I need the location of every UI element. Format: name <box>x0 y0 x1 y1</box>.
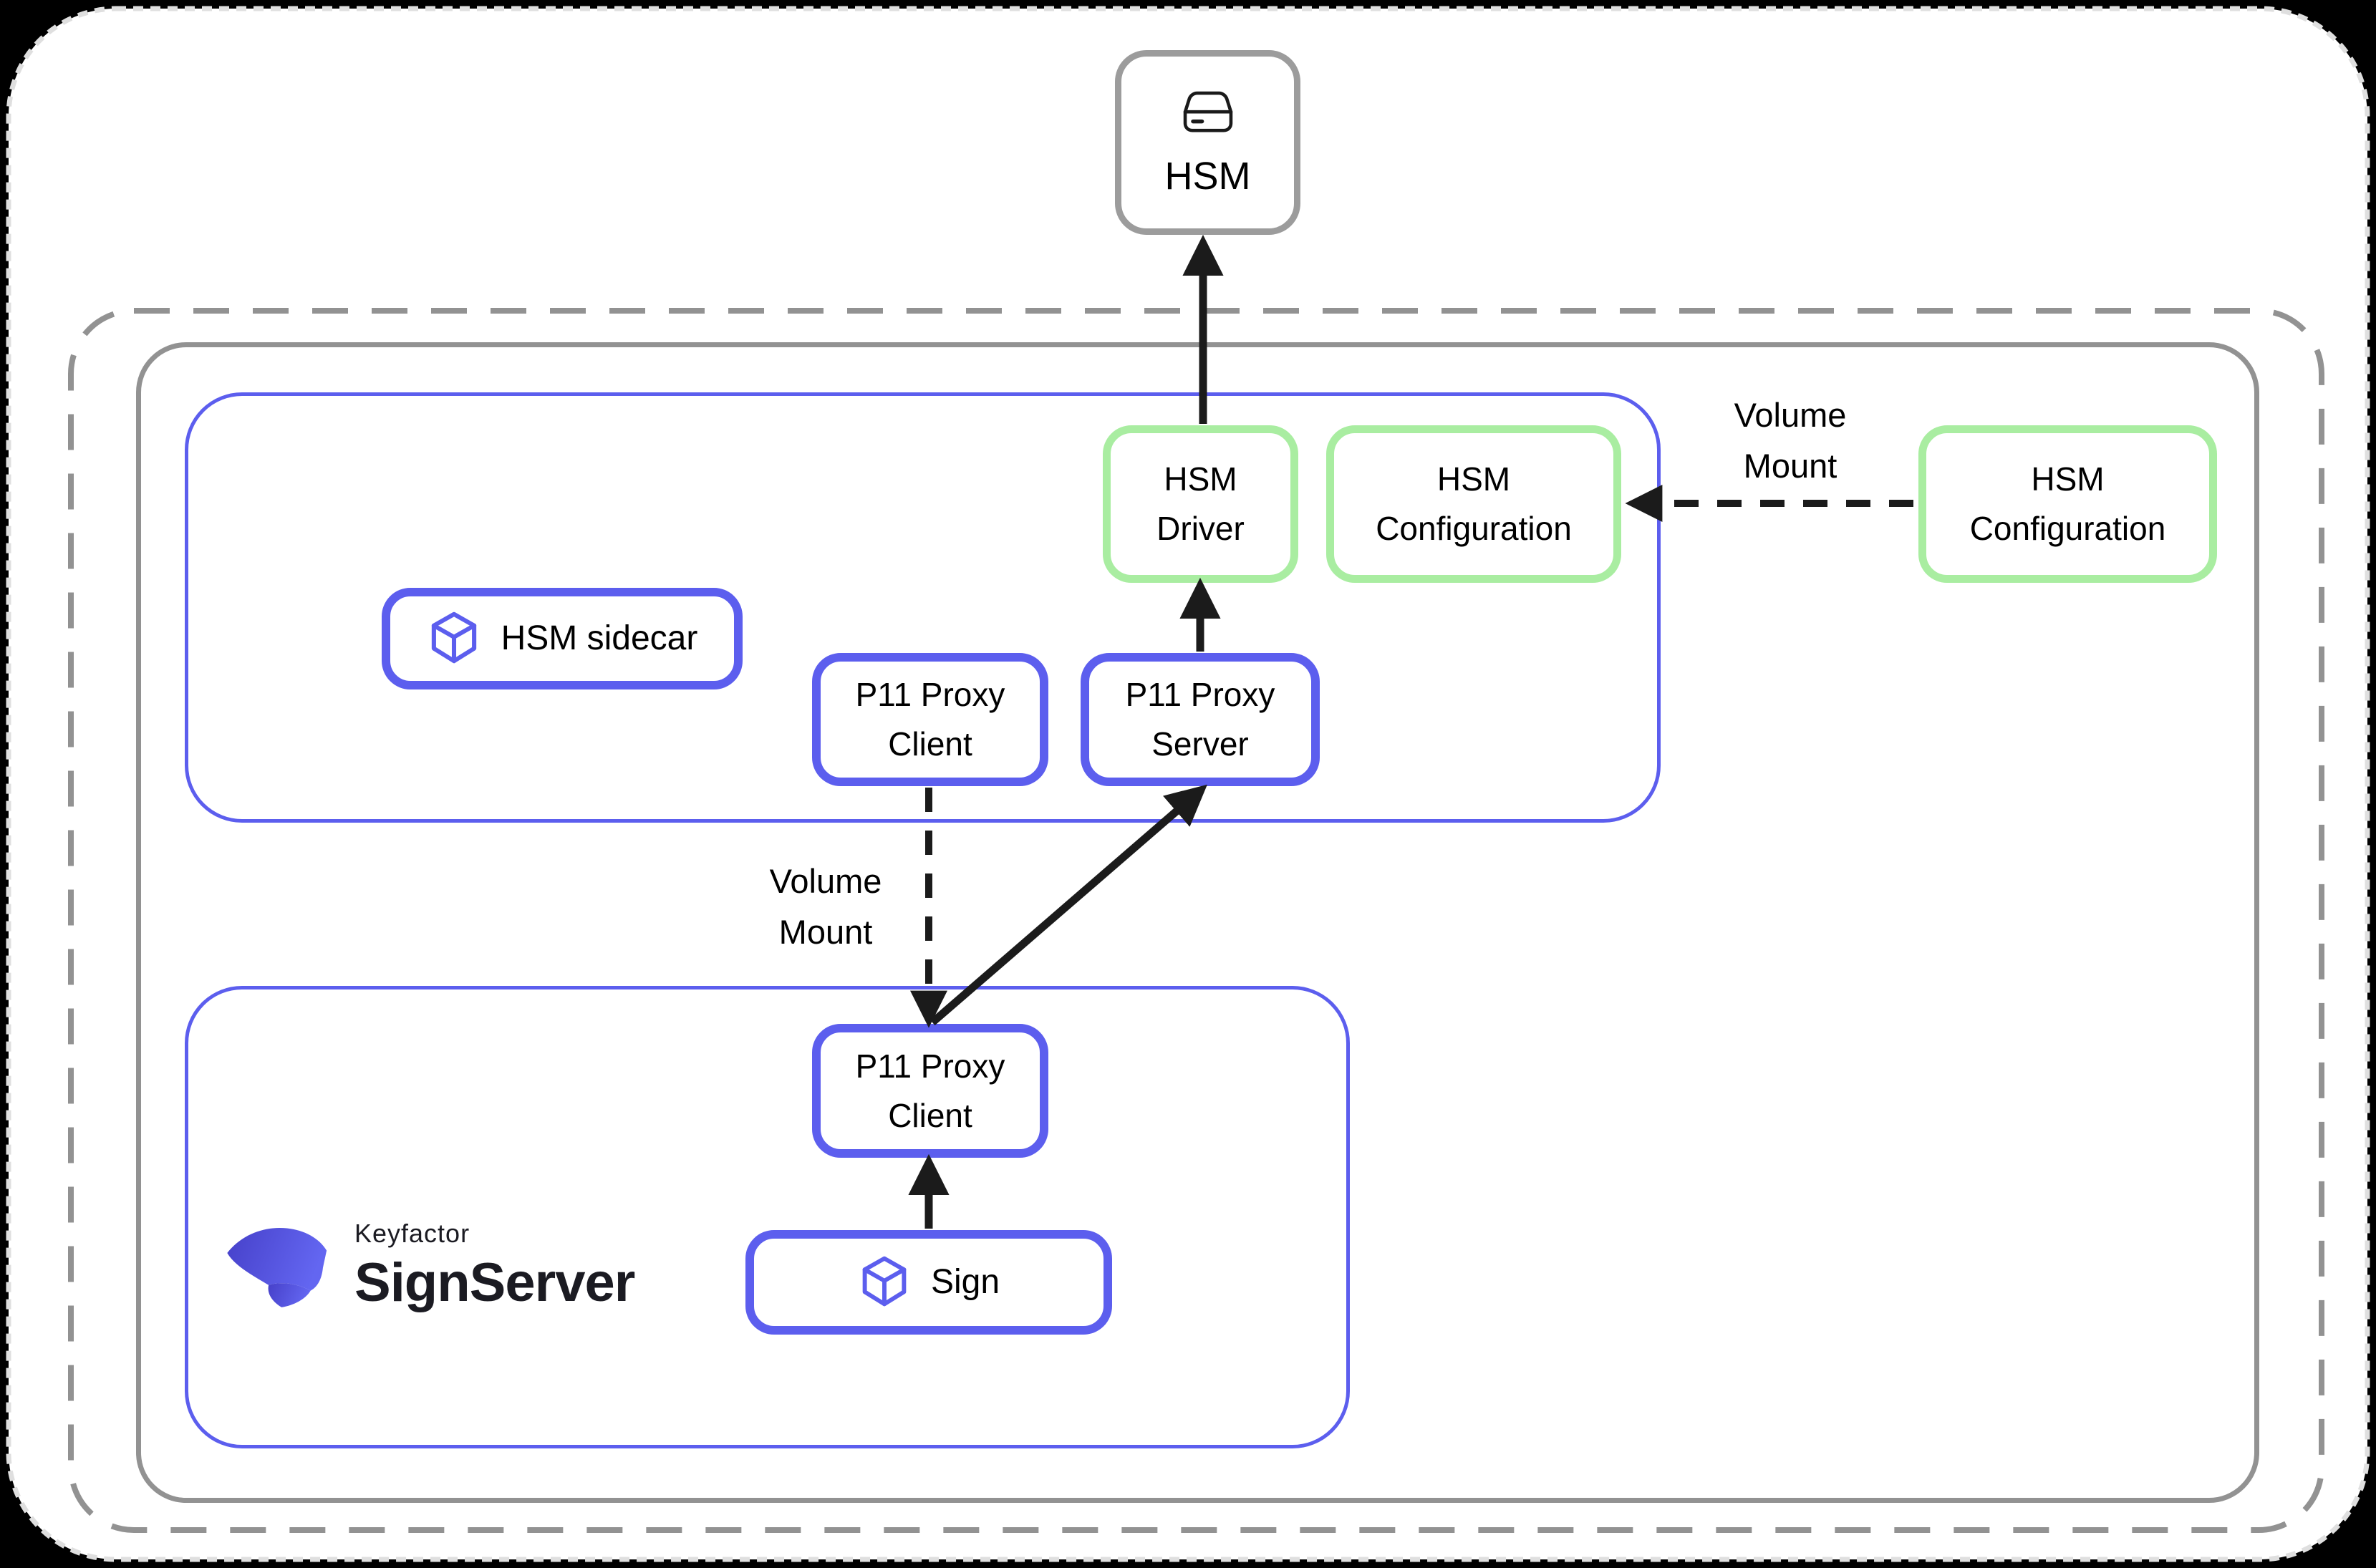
container-cube-icon <box>431 611 476 664</box>
p11-proxy-client-top-label: P11 Proxy Client <box>855 676 1005 763</box>
hsm-driver-label: HSM Driver <box>1156 460 1245 547</box>
sign-content: Sign <box>858 1254 1000 1311</box>
logo-brand: Keyfactor <box>354 1219 470 1248</box>
volume-mount-label-middle: Volume Mount <box>769 862 882 951</box>
sign-label: Sign <box>930 1263 1000 1301</box>
keyfactor-mark-icon <box>227 1227 327 1307</box>
hsm-configuration-box-external: HSM Configuration <box>1918 425 2217 583</box>
signserver-pod <box>185 986 1350 1448</box>
hsm-configuration-pod-label: HSM Configuration <box>1376 460 1572 547</box>
hsm-sidecar-box: HSM sidecar <box>382 588 743 689</box>
hsm-label: HSM <box>1164 154 1251 198</box>
p11-proxy-client-bottom-box: P11 Proxy Client <box>812 1024 1048 1158</box>
p11-proxy-client-bottom-label: P11 Proxy Client <box>855 1047 1005 1134</box>
p11-proxy-server-box: P11 Proxy Server <box>1081 653 1320 786</box>
container-cube-icon <box>862 1256 907 1307</box>
logo-product: SignServer <box>354 1252 635 1313</box>
hsm-configuration-external-label: HSM Configuration <box>1969 460 2166 547</box>
p11-proxy-server-label: P11 Proxy Server <box>1125 676 1275 763</box>
keyfactor-signserver-logo: Keyfactor SignServer <box>224 1219 635 1314</box>
hsm-drive-icon <box>1183 91 1232 132</box>
hsm-sidecar-label: HSM sidecar <box>501 619 698 657</box>
sign-box: Sign <box>745 1230 1112 1335</box>
hsm-sidecar-content: HSM sidecar <box>427 609 698 668</box>
hsm-driver-box: HSM Driver <box>1103 425 1298 583</box>
p11-proxy-client-top-box: P11 Proxy Client <box>812 653 1048 786</box>
hsm-node: HSM <box>1115 50 1300 235</box>
hsm-configuration-box-pod: HSM Configuration <box>1326 425 1621 583</box>
logo-text: Keyfactor SignServer <box>354 1219 635 1314</box>
volume-mount-label-right: Volume Mount <box>1734 396 1847 485</box>
